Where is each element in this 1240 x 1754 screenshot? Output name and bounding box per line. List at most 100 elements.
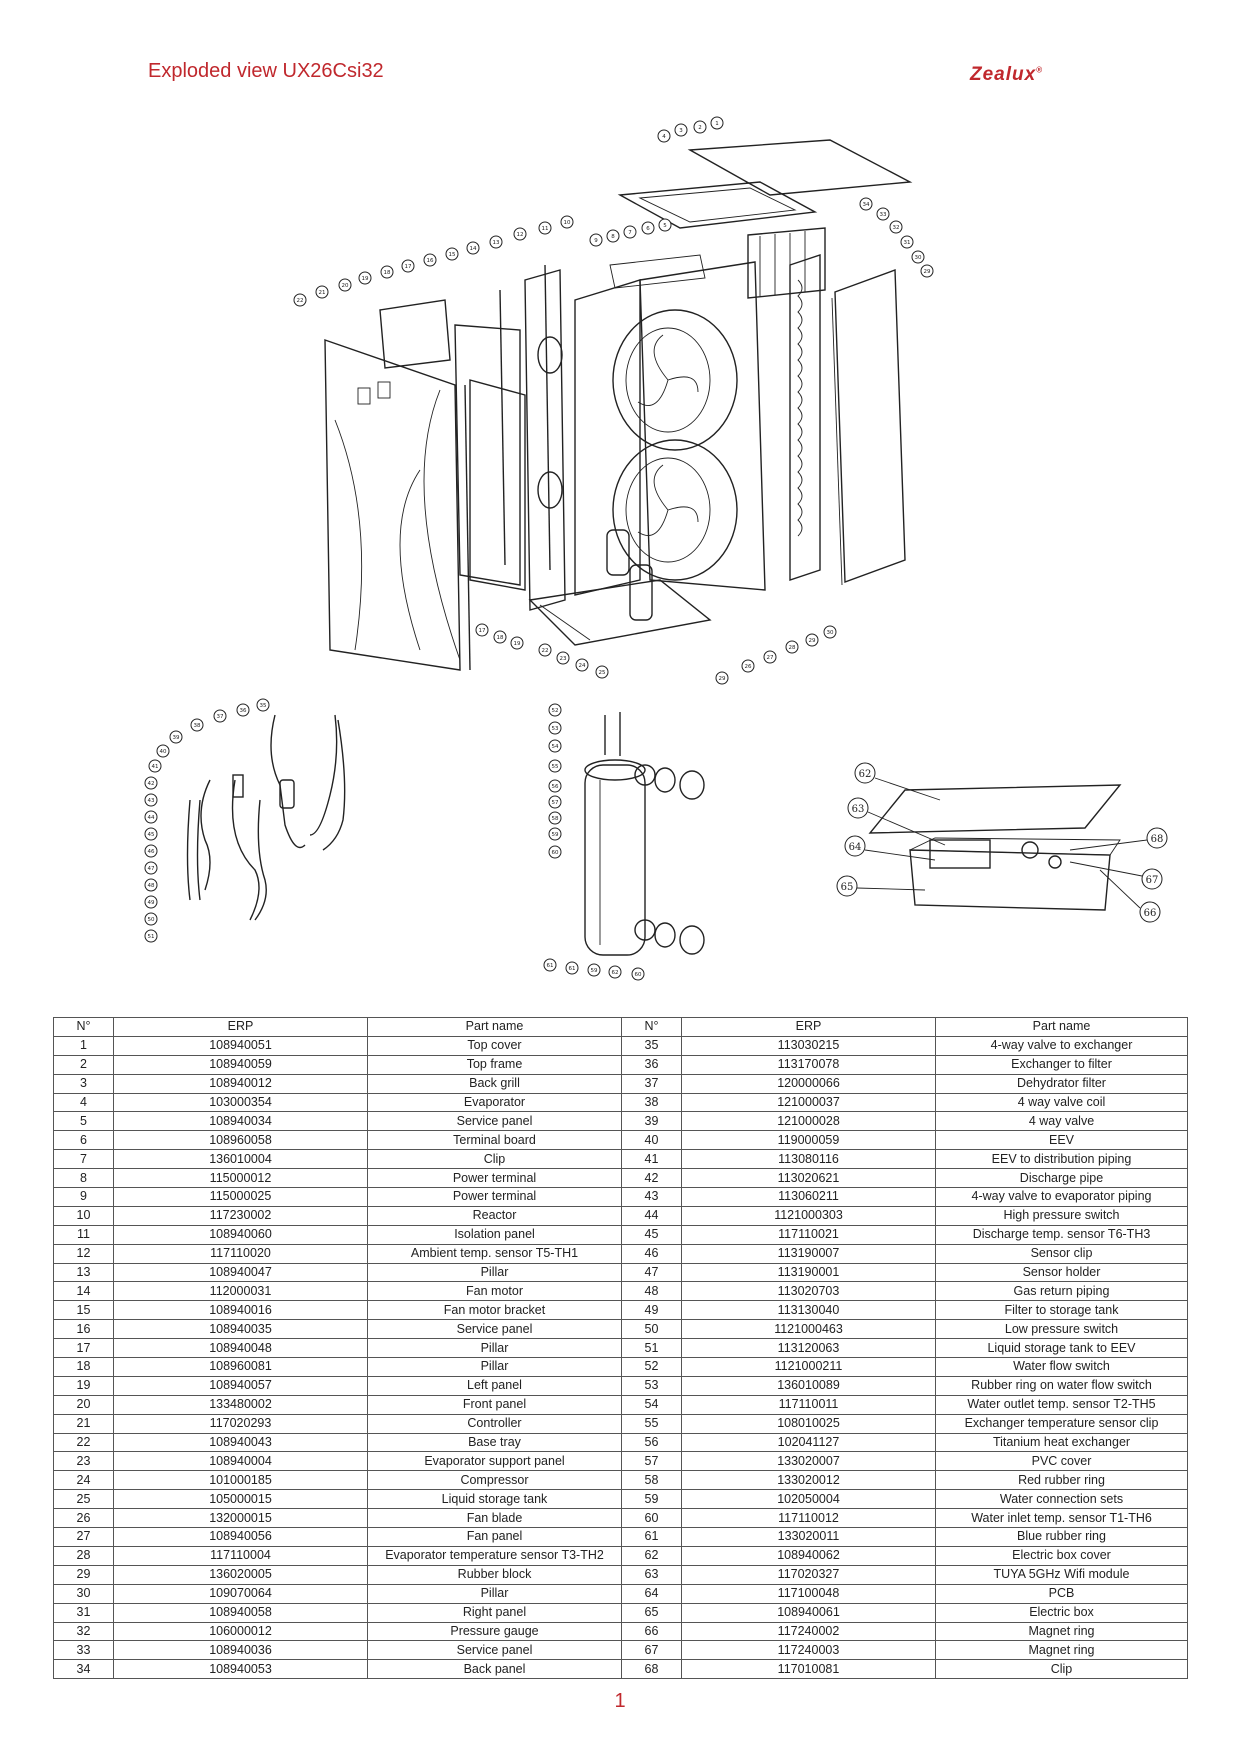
cell-number: 6 <box>53 1130 114 1151</box>
cell-number: 16 <box>53 1319 114 1340</box>
cell-part-name: Fan blade <box>367 1508 622 1529</box>
cell-number: 52 <box>621 1357 682 1377</box>
cell-part-name: Magnet ring <box>935 1640 1188 1661</box>
cell-erp: 117100048 <box>681 1583 936 1604</box>
cell-part-name: Front panel <box>367 1394 622 1415</box>
cell-erp: 109070064 <box>113 1583 368 1604</box>
cell-part-name: Compressor <box>367 1470 622 1491</box>
cell-erp: 108940053 <box>113 1659 368 1680</box>
cell-number: 39 <box>621 1111 682 1132</box>
cell-erp: 121000028 <box>681 1111 936 1132</box>
svg-text:4: 4 <box>662 134 666 140</box>
cell-erp: 117010081 <box>681 1659 936 1680</box>
svg-text:48: 48 <box>148 883 155 889</box>
svg-text:8: 8 <box>611 234 615 240</box>
cell-number: 42 <box>621 1168 682 1189</box>
cell-part-name: 4 way valve coil <box>935 1092 1188 1113</box>
cell-erp: 113030215 <box>681 1035 936 1056</box>
svg-text:59: 59 <box>591 968 598 974</box>
cell-erp: 133020007 <box>681 1451 936 1472</box>
cell-number: 13 <box>53 1262 114 1283</box>
svg-text:51: 51 <box>148 934 155 940</box>
cell-erp: 113190001 <box>681 1262 936 1283</box>
cell-number: 57 <box>621 1451 682 1472</box>
cell-number: 9 <box>53 1187 114 1207</box>
cell-part-name: Power terminal <box>367 1187 622 1207</box>
cell-part-name: Electric box <box>935 1602 1188 1623</box>
cell-number: 40 <box>621 1130 682 1151</box>
cell-part-name: Service panel <box>367 1111 622 1132</box>
cell-number: 33 <box>53 1640 114 1661</box>
cell-erp: 1121000463 <box>681 1319 936 1340</box>
cell-erp: 108960058 <box>113 1130 368 1151</box>
cell-number: 30 <box>53 1583 114 1604</box>
svg-text:22: 22 <box>542 648 549 654</box>
cell-number: 11 <box>53 1224 114 1245</box>
cell-number: 54 <box>621 1394 682 1415</box>
cell-erp: 113190007 <box>681 1243 936 1264</box>
cell-part-name: Controller <box>367 1413 622 1434</box>
svg-text:34: 34 <box>863 202 870 208</box>
cell-part-name: Pillar <box>367 1583 622 1604</box>
cell-part-name: Fan motor bracket <box>367 1300 622 1321</box>
cell-part-name: Low pressure switch <box>935 1319 1188 1340</box>
svg-text:53: 53 <box>552 726 559 732</box>
page-title: Exploded view UX26Csi32 <box>148 60 384 82</box>
header-number: N° <box>53 1017 114 1037</box>
cell-erp: 101000185 <box>113 1470 368 1491</box>
cell-erp: 108940012 <box>113 1073 368 1094</box>
svg-text:57: 57 <box>552 800 559 806</box>
cell-number: 51 <box>621 1338 682 1359</box>
cell-erp: 108940048 <box>113 1338 368 1359</box>
cell-part-name: Left panel <box>367 1375 622 1396</box>
svg-text:47: 47 <box>148 866 155 872</box>
svg-text:17: 17 <box>479 628 486 634</box>
svg-text:58: 58 <box>552 816 559 822</box>
cell-part-name: Evaporator support panel <box>367 1451 622 1472</box>
svg-text:25: 25 <box>599 670 606 676</box>
svg-text:11: 11 <box>542 226 549 232</box>
svg-text:33: 33 <box>880 212 887 218</box>
cell-part-name: Evaporator <box>367 1092 622 1113</box>
cell-number: 2 <box>53 1054 114 1075</box>
cell-part-name: Pressure gauge <box>367 1621 622 1642</box>
svg-text:54: 54 <box>552 744 559 750</box>
svg-text:61: 61 <box>547 963 554 969</box>
cell-part-name: PCB <box>935 1583 1188 1604</box>
cell-part-name: Discharge pipe <box>935 1168 1188 1189</box>
cell-number: 37 <box>621 1073 682 1094</box>
cell-number: 50 <box>621 1319 682 1340</box>
svg-text:23: 23 <box>560 656 567 662</box>
svg-text:62: 62 <box>612 970 619 976</box>
cell-number: 21 <box>53 1413 114 1434</box>
cell-erp: 133020012 <box>681 1470 936 1491</box>
cell-part-name: Exchanger temperature sensor clip <box>935 1413 1188 1434</box>
cell-number: 45 <box>621 1224 682 1245</box>
cell-number: 58 <box>621 1470 682 1491</box>
svg-text:27: 27 <box>767 655 774 661</box>
svg-text:16: 16 <box>427 258 434 264</box>
cell-erp: 108940056 <box>113 1527 368 1547</box>
svg-text:19: 19 <box>362 276 369 282</box>
exploded-view-drawing: 4 3 2 1 5 6 7 8 9 10 11 12 13 14 15 16 1… <box>144 116 1168 981</box>
cell-part-name: Magnet ring <box>935 1621 1188 1642</box>
brand-logo: Zealux® <box>970 64 1043 86</box>
svg-text:20: 20 <box>342 283 349 289</box>
cell-erp: 102041127 <box>681 1432 936 1453</box>
svg-text:21: 21 <box>319 290 326 296</box>
cell-number: 66 <box>621 1621 682 1642</box>
cell-number: 60 <box>621 1508 682 1529</box>
cell-number: 56 <box>621 1432 682 1453</box>
svg-text:44: 44 <box>148 815 155 821</box>
cell-part-name: Rubber block <box>367 1564 622 1585</box>
cell-part-name: Pillar <box>367 1357 622 1377</box>
cell-part-name: Back grill <box>367 1073 622 1094</box>
